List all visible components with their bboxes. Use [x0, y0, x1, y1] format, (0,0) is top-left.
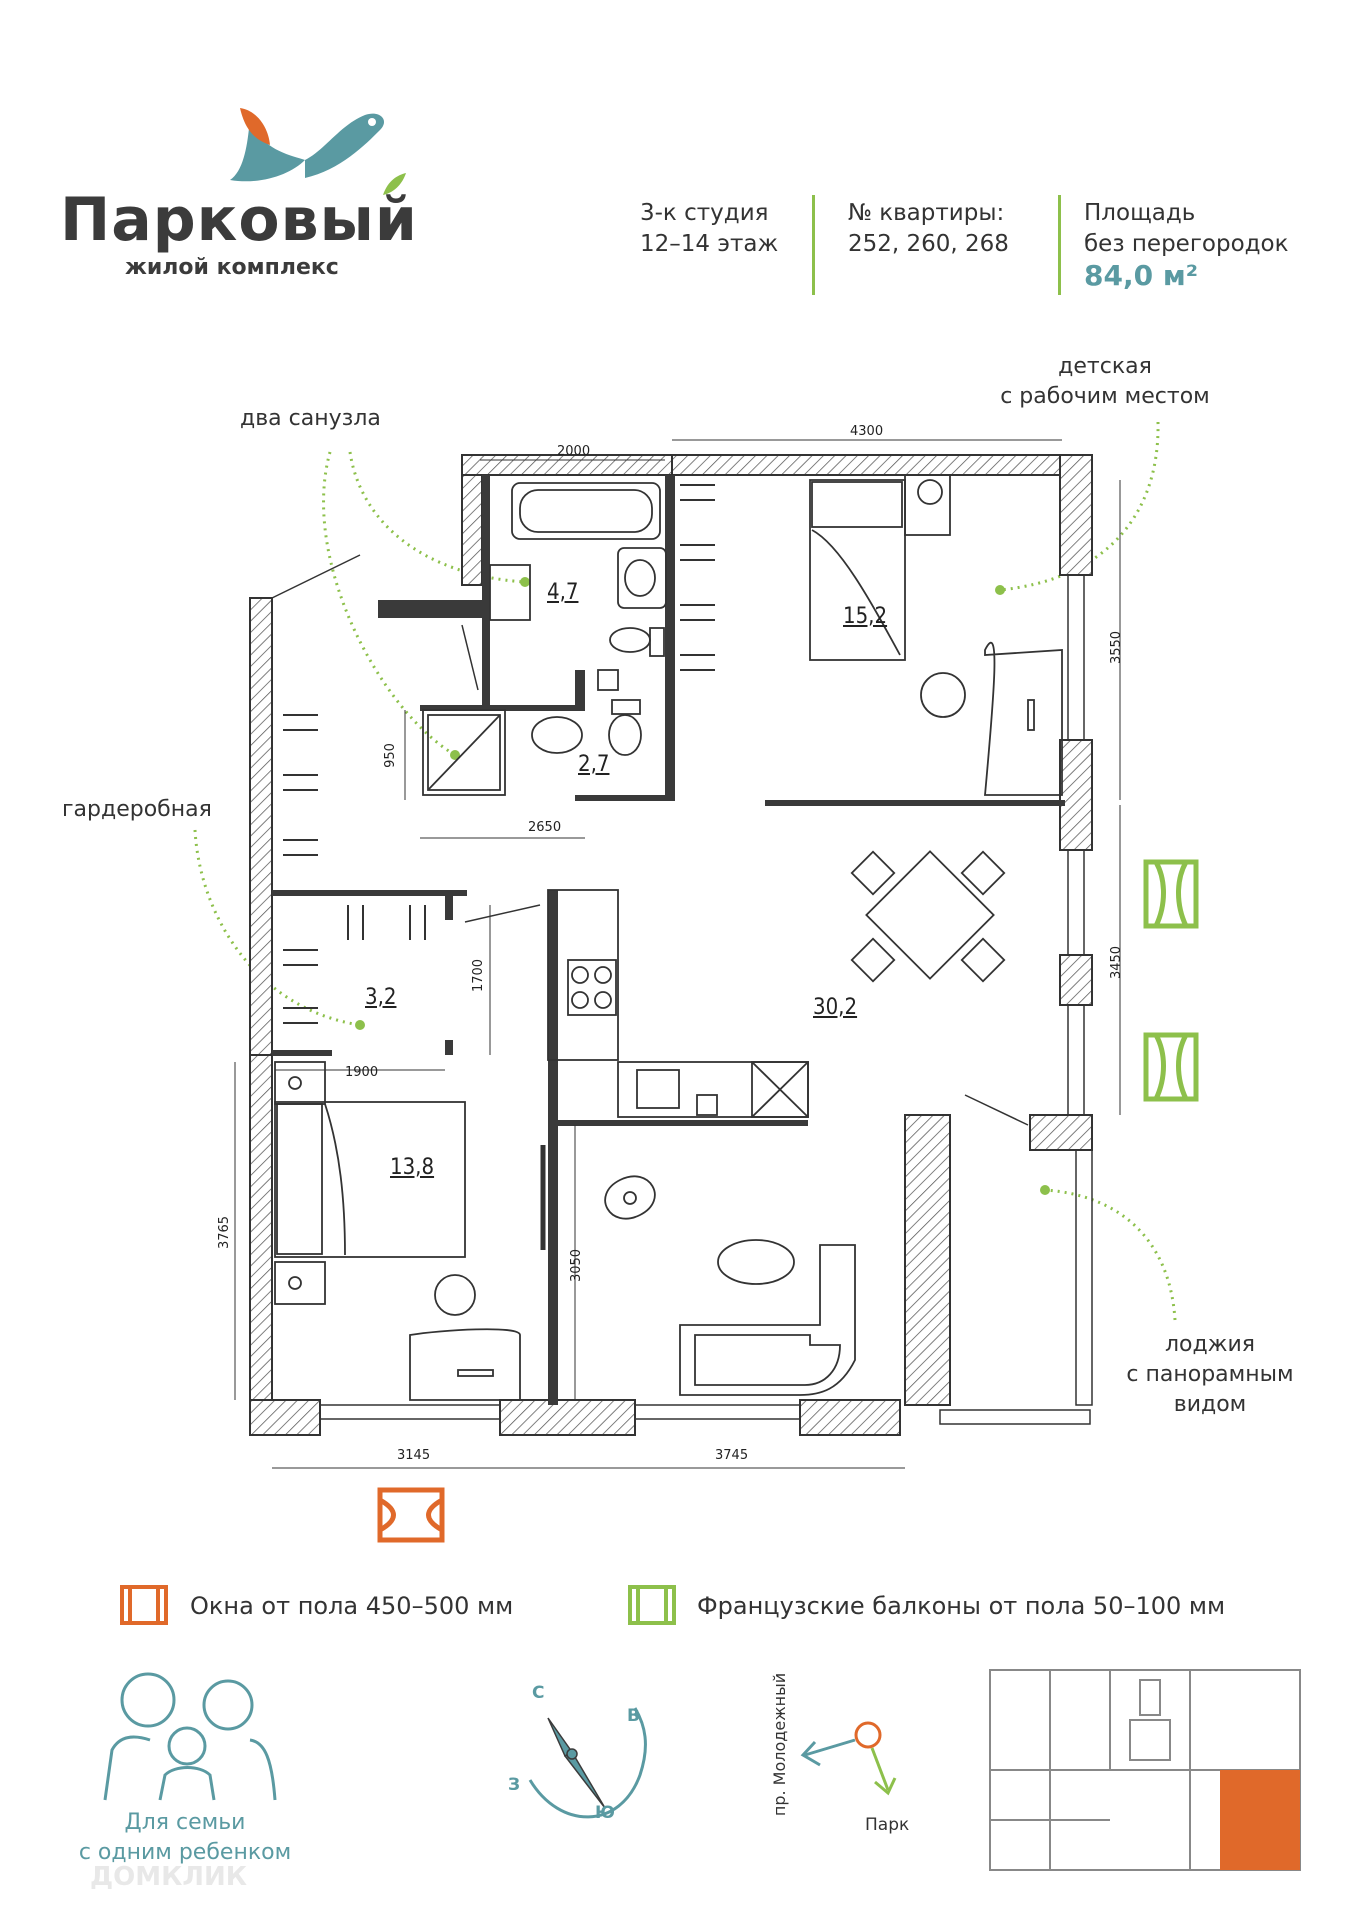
dim-1700: 1700 — [471, 958, 487, 993]
apt-numbers: 252, 260, 268 — [848, 231, 1009, 257]
dim-1900: 1900 — [345, 1065, 379, 1080]
callout-loggia: лоджия с панорамным видом — [1105, 1330, 1315, 1420]
divider — [1058, 195, 1061, 295]
loggia-line1: лоджия — [1164, 1332, 1256, 1357]
dim-3745: 3745 — [715, 1448, 749, 1463]
park-label: Парк — [865, 1815, 910, 1835]
mini-map-highlight — [1220, 1770, 1300, 1870]
bird-logo-icon — [230, 108, 385, 182]
divider — [812, 195, 815, 295]
loggia-line2: с панорамным — [1126, 1362, 1294, 1387]
area-living: 30,2 — [813, 995, 858, 1020]
family-line1: Для семьи — [124, 1810, 246, 1835]
type-line2: 12–14 этаж — [640, 231, 779, 257]
dim-3765: 3765 — [217, 1215, 233, 1250]
dim-3450: 3450 — [1109, 945, 1125, 980]
apartment-type: 3-к студия 12–14 этаж — [640, 198, 778, 260]
dim-3050: 3050 — [569, 1248, 585, 1283]
leaf-icon — [383, 173, 406, 195]
dim-950: 950 — [382, 743, 398, 768]
area-bath1: 4,7 — [547, 580, 579, 605]
logo: Парковый жилой комплекс — [60, 100, 440, 280]
area-bedroom: 13,8 — [390, 1155, 435, 1180]
compass-east: В — [627, 1706, 640, 1726]
area-label2: без перегородок — [1084, 231, 1289, 257]
kids-line2: с рабочим местом — [1000, 384, 1210, 409]
area-bath2: 2,7 — [578, 752, 610, 777]
family-line2: с одним ребенком — [78, 1840, 292, 1865]
type-line1: 3-к студия — [640, 200, 769, 226]
area-wardrobe: 3,2 — [365, 985, 397, 1010]
area-label1: Площадь — [1084, 200, 1196, 226]
dim-2650: 2650 — [528, 820, 562, 835]
callout-kids-room: детская с рабочим местом — [975, 352, 1235, 412]
apartment-area: Площадь без перегородок 84,0 м² — [1084, 198, 1289, 291]
dim-4300: 4300 — [850, 424, 884, 439]
callout-wardrobe: гардеробная — [62, 797, 212, 822]
legend-french-balconies: Французские балконы от пола 50–100 мм — [697, 1592, 1226, 1620]
dim-3145: 3145 — [397, 1448, 431, 1463]
family-caption: Для семьи с одним ребенком — [60, 1808, 310, 1868]
dim-2000: 2000 — [557, 444, 591, 459]
dim-3550: 3550 — [1109, 630, 1125, 665]
compass-west: З — [508, 1775, 521, 1795]
compass-north: С — [532, 1683, 545, 1703]
area-value: 84,0 м² — [1084, 259, 1198, 292]
loggia-line3: видом — [1173, 1392, 1247, 1417]
apt-label: № квартиры: — [848, 200, 1005, 226]
logo-title: Парковый — [60, 185, 418, 255]
compass-south: Ю — [595, 1803, 615, 1823]
area-kids: 15,2 — [843, 604, 888, 629]
apartment-numbers: № квартиры: 252, 260, 268 — [848, 198, 1009, 260]
street-label: пр. Молодежный — [770, 1672, 790, 1817]
callout-bathrooms: два санузла — [240, 406, 381, 431]
kids-line1: детская — [1058, 354, 1152, 379]
watermark: ДОМКЛИК — [90, 1862, 247, 1892]
logo-subtitle: жилой комплекс — [125, 255, 339, 280]
legend-windows: Окна от пола 450–500 мм — [190, 1592, 514, 1620]
